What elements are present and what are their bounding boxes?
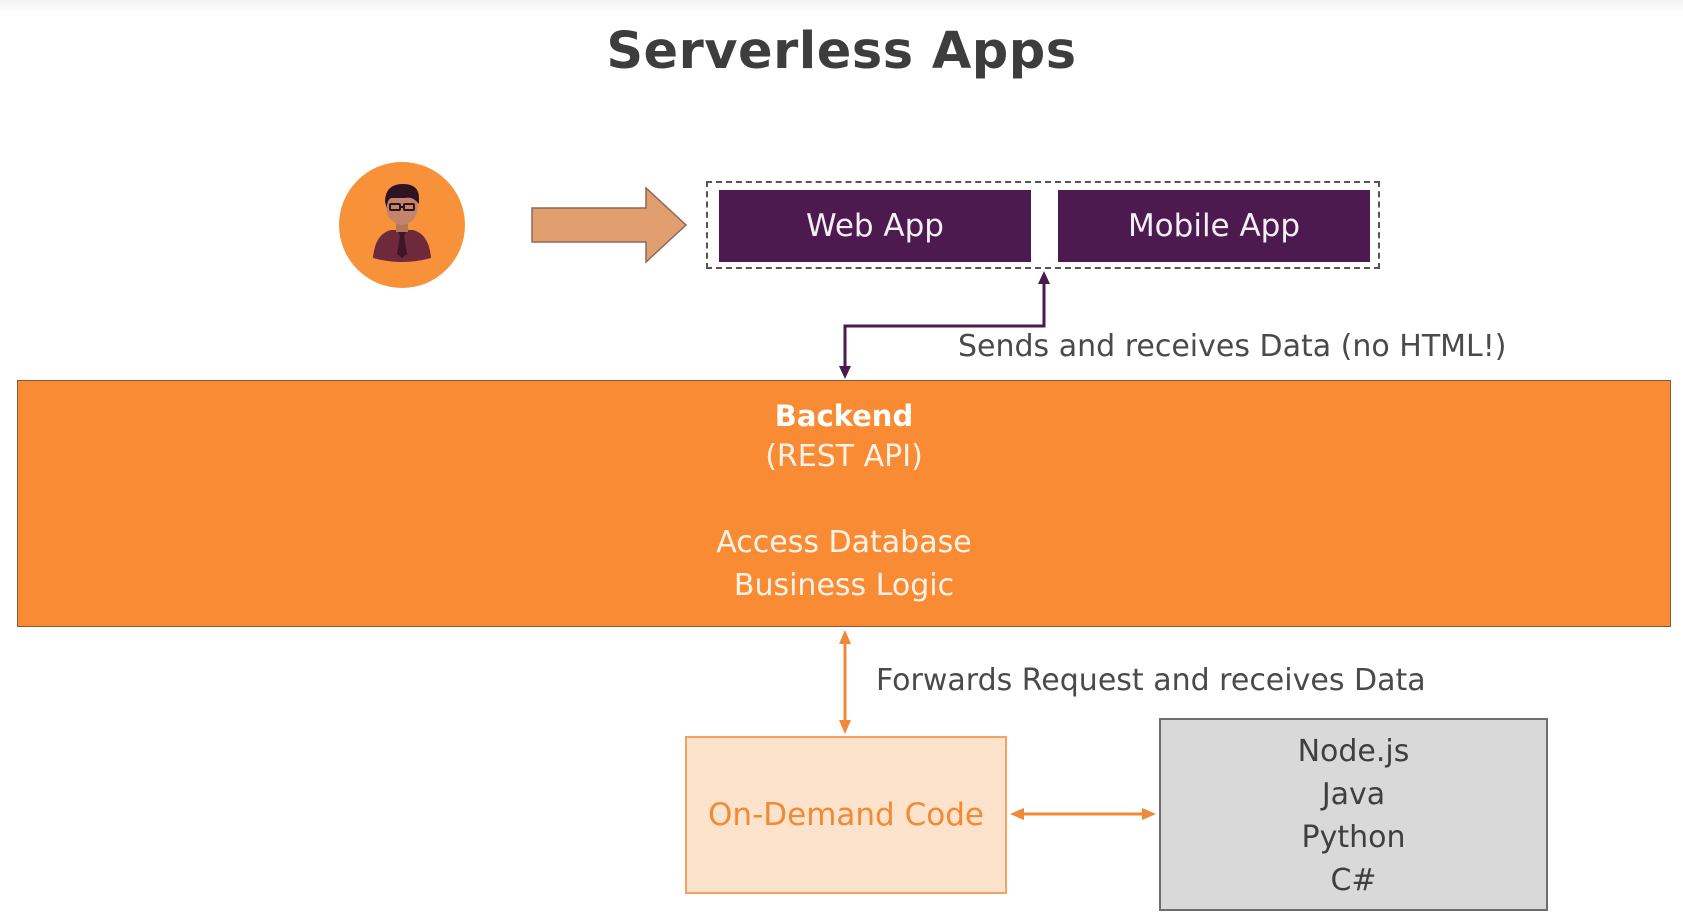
on-demand-code-box: On-Demand Code	[685, 736, 1007, 894]
languages-box: Node.js Java Python C#	[1159, 718, 1548, 911]
client-backend-label: Sends and receives Data (no HTML!)	[958, 329, 1507, 364]
language-python: Python	[1301, 820, 1406, 855]
backend-line-logic: Business Logic	[733, 568, 955, 603]
backend-box: Backend (REST API) Access Database Busin…	[17, 380, 1671, 627]
slide-title: Serverless Apps	[606, 22, 1077, 81]
backend-title: Backend	[774, 399, 914, 433]
backend-subtitle: (REST API)	[765, 439, 923, 474]
backend-code-label: Forwards Request and receives Data	[876, 663, 1426, 698]
language-java: Java	[1321, 777, 1386, 812]
user-avatar-icon	[339, 162, 465, 288]
client-apps-group	[706, 181, 1380, 269]
client-backend-connector	[839, 271, 1050, 379]
language-csharp: C#	[1330, 863, 1377, 898]
backend-line-database: Access Database	[716, 525, 972, 560]
code-languages-connector	[1010, 808, 1156, 820]
right-arrow-icon	[531, 186, 688, 264]
language-nodejs: Node.js	[1297, 734, 1410, 769]
web-app-box: Web App	[719, 190, 1031, 262]
backend-code-connector	[839, 630, 851, 734]
mobile-app-box: Mobile App	[1058, 190, 1370, 262]
top-strip	[0, 0, 1683, 14]
